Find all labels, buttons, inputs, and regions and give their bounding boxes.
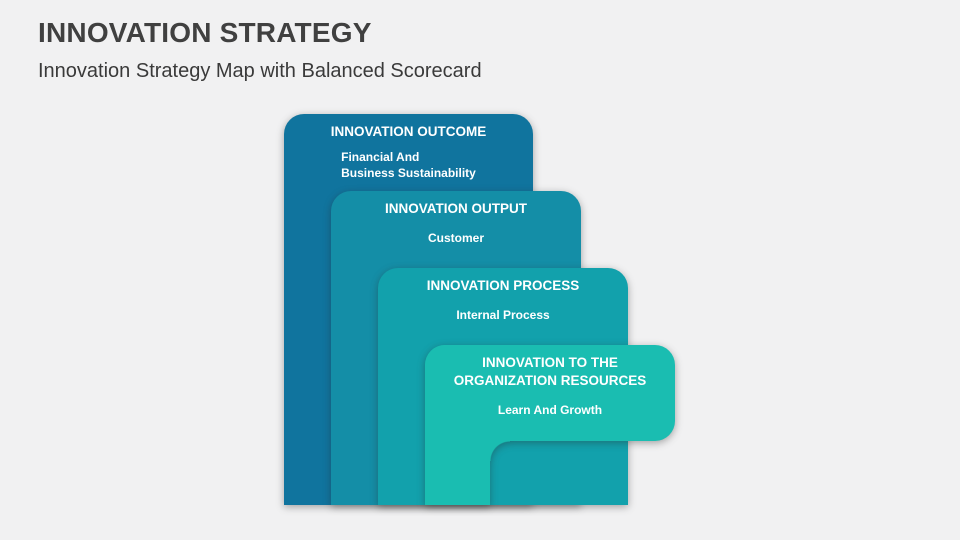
title-line: ORGANIZATION RESOURCES xyxy=(453,373,647,388)
subtitle-line: Business Sustainability xyxy=(341,166,476,180)
card-content: INNOVATION PROCESS Internal Process xyxy=(378,268,628,323)
card-subtitle: Financial And Business Sustainability xyxy=(284,149,533,181)
card-content: INNOVATION TO THE ORGANIZATION RESOURCES… xyxy=(425,345,675,418)
card-tab-shape[interactable]: INNOVATION TO THE ORGANIZATION RESOURCES… xyxy=(425,345,675,441)
card-content: INNOVATION OUTCOME Financial And Busines… xyxy=(284,114,533,181)
page-subtitle: Innovation Strategy Map with Balanced Sc… xyxy=(38,60,482,82)
card-title: INNOVATION PROCESS xyxy=(426,278,580,293)
card-content: INNOVATION OUTPUT Customer xyxy=(331,191,581,246)
page-title: INNOVATION STRATEGY xyxy=(38,17,372,48)
card-title: INNOVATION TO THE ORGANIZATION RESOURCES xyxy=(425,354,675,390)
card-title: INNOVATION OUTCOME xyxy=(330,124,487,139)
card-subtitle: Customer xyxy=(427,231,484,245)
card-subtitle: Internal Process xyxy=(456,308,550,322)
subtitle-line: Financial And xyxy=(341,150,420,164)
card-subtitle: Learn And Growth xyxy=(497,403,603,417)
card-title: INNOVATION OUTPUT xyxy=(385,201,527,216)
title-line: INNOVATION TO THE xyxy=(482,355,618,370)
